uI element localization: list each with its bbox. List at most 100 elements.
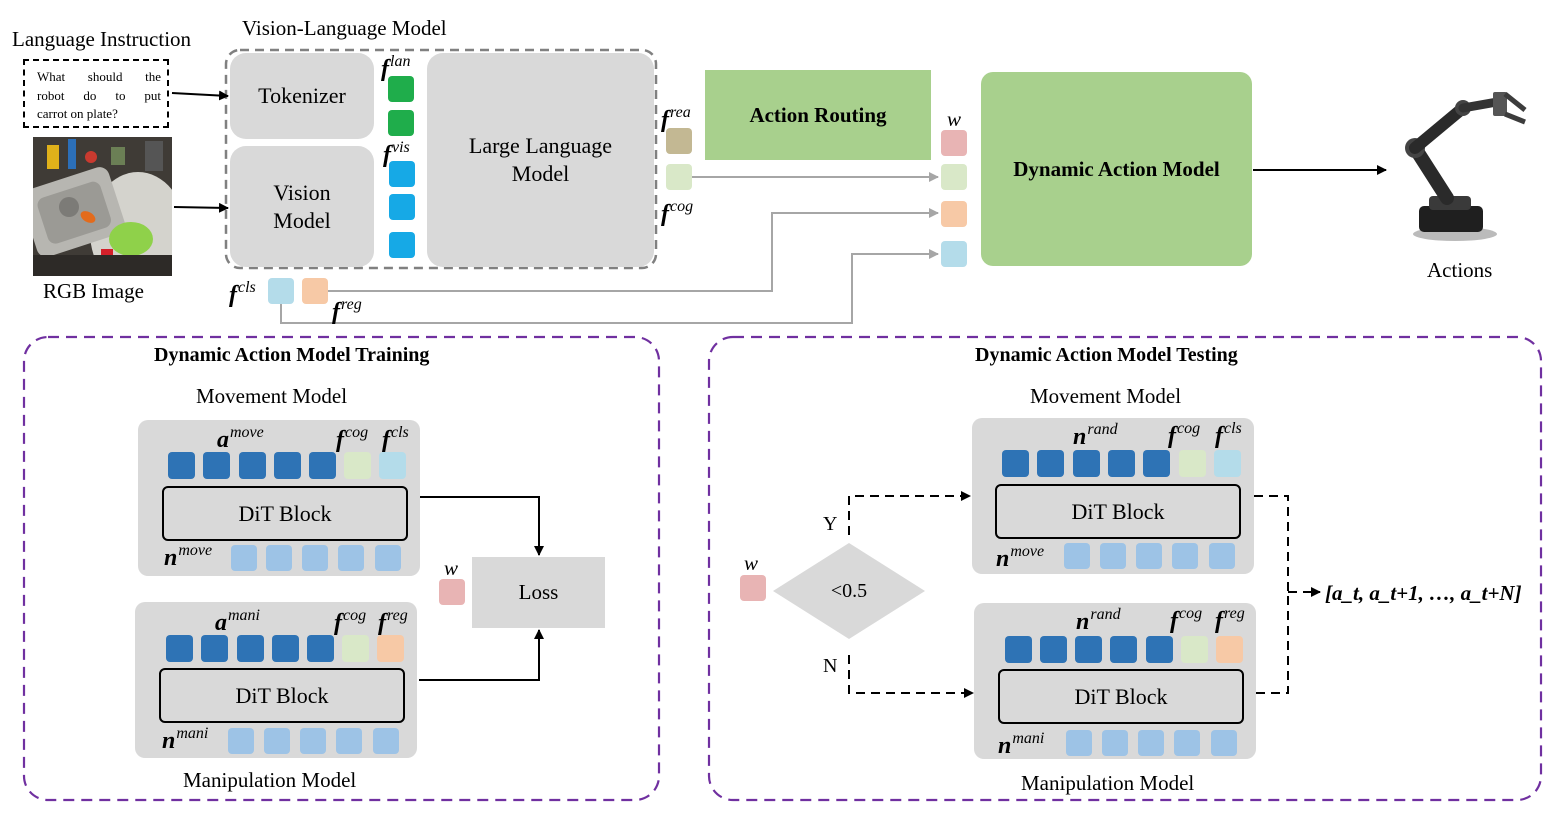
rea-token xyxy=(666,128,692,154)
n-move-token-1 xyxy=(231,545,257,571)
f-cog-label: fcog xyxy=(661,198,694,227)
yes-label: Y xyxy=(823,513,838,535)
test-n-mani-token-2 xyxy=(1102,730,1128,756)
arrow-no xyxy=(848,655,974,698)
test-n-mani-token-1 xyxy=(1066,730,1092,756)
llm-label: Large Language Model xyxy=(468,133,613,186)
dit-block-label: DiT Block xyxy=(1071,498,1165,524)
training-movement-label: Movement Model xyxy=(196,384,348,408)
a-move-token-4 xyxy=(274,452,301,479)
test-w-token xyxy=(740,575,766,601)
train-move-fcls-label: fcls xyxy=(382,424,409,453)
a-move-token-5 xyxy=(309,452,336,479)
vis-token-1 xyxy=(389,161,415,187)
train-move-fcog-label: fcog xyxy=(336,424,369,453)
vis-token-2 xyxy=(389,194,415,220)
arrow-mani-out xyxy=(1256,592,1289,694)
test-n-move-token-1 xyxy=(1064,543,1090,569)
test-move-token-4 xyxy=(1108,450,1135,477)
test-move-cls-token xyxy=(1214,450,1241,477)
actions-label: Actions xyxy=(1427,258,1493,282)
n-mani-token-4 xyxy=(336,728,362,754)
dit-block-label: DiT Block xyxy=(1074,683,1168,709)
arrow-move-loss xyxy=(419,496,544,556)
test-n-mani-token-4 xyxy=(1174,730,1200,756)
arrow-mani-loss xyxy=(419,629,544,681)
n-move-token-2 xyxy=(266,545,292,571)
n-move-token-3 xyxy=(302,545,328,571)
train-move-cog-token xyxy=(344,452,371,479)
a-move-label: amove xyxy=(217,424,264,453)
training-title: Dynamic Action Model Training xyxy=(154,344,430,366)
vlm-label: Vision-Language Model xyxy=(242,16,447,40)
test-w-label: w xyxy=(744,551,759,575)
a-mani-label: amani xyxy=(215,607,260,636)
train-mani-fcog-label: fcog xyxy=(334,607,367,636)
n-move-token-5 xyxy=(375,545,401,571)
a-mani-token-1 xyxy=(166,635,193,662)
test-n-mani-token-5 xyxy=(1211,730,1237,756)
arrow-move-out xyxy=(1254,495,1289,592)
test-move-cog-token xyxy=(1179,450,1206,477)
vision-model-label: Vision Model xyxy=(273,179,331,233)
train-mani-cog-token xyxy=(342,635,369,662)
vision-model-box: Vision Model xyxy=(230,146,374,267)
test-mani-freg-label: freg xyxy=(1215,605,1245,634)
w-label-top: w xyxy=(947,107,962,131)
test-n-move-token-4 xyxy=(1172,543,1198,569)
output-sequence: [a_t, a_t+1, …, a_t+N] xyxy=(1325,581,1522,605)
test-n-mani-label: nmani xyxy=(998,730,1045,759)
a-mani-token-3 xyxy=(237,635,264,662)
rgb-image-label: RGB Image xyxy=(43,279,144,303)
train-w-label: w xyxy=(444,556,459,580)
tokenizer-box: Tokenizer xyxy=(230,53,374,139)
n-mani-token-2 xyxy=(264,728,290,754)
dynamic-action-model-box: Dynamic Action Model xyxy=(981,72,1252,266)
a-mani-token-4 xyxy=(272,635,299,662)
instruction-box: What should the robot do to put carrot o… xyxy=(23,59,169,128)
n-mani-token-1 xyxy=(228,728,254,754)
test-mani-dit-block: DiT Block xyxy=(998,669,1244,724)
testing-panel-outline xyxy=(707,335,1543,802)
train-mani-reg-token xyxy=(377,635,404,662)
test-mani-token-5 xyxy=(1146,636,1173,663)
train-mani-dit-block: DiT Block xyxy=(159,668,405,723)
instruction-line-3: carrot on plate? xyxy=(37,106,118,121)
reg-token-in xyxy=(941,201,967,227)
test-mani-token-2 xyxy=(1040,636,1067,663)
vlm-outline xyxy=(224,48,658,270)
condition-diamond xyxy=(773,543,925,639)
test-move-fcls-label: fcls xyxy=(1215,420,1242,449)
train-mani-freg-label: freg xyxy=(378,607,408,636)
rgb-image xyxy=(33,137,172,276)
condition-label: <0.5 xyxy=(830,580,868,602)
test-mani-nrand-label: nrand xyxy=(1076,606,1121,635)
test-move-token-2 xyxy=(1037,450,1064,477)
instruction-line-1: What should the xyxy=(37,69,161,84)
n-mani-token-3 xyxy=(300,728,326,754)
a-move-token-2 xyxy=(203,452,230,479)
testing-title: Dynamic Action Model Testing xyxy=(975,344,1238,366)
f-lan-label: flan xyxy=(381,53,411,82)
test-move-dit-block: DiT Block xyxy=(995,484,1241,539)
n-move-label: nmove xyxy=(164,542,213,571)
a-mani-token-5 xyxy=(307,635,334,662)
test-n-move-token-5 xyxy=(1209,543,1235,569)
n-mani-token-5 xyxy=(373,728,399,754)
robot-arm-image xyxy=(1405,92,1527,241)
test-move-token-3 xyxy=(1073,450,1100,477)
cls-token xyxy=(268,278,294,304)
test-mani-token-4 xyxy=(1110,636,1137,663)
test-move-fcog-label: fcog xyxy=(1168,420,1201,449)
cog-token xyxy=(666,164,692,190)
action-routing-label: Action Routing xyxy=(749,102,887,127)
lan-token-2 xyxy=(388,110,414,136)
test-mani-token-3 xyxy=(1075,636,1102,663)
llm-box: Large Language Model xyxy=(427,53,654,267)
action-routing-box: Action Routing xyxy=(705,70,931,160)
cog-token-in xyxy=(941,164,967,190)
a-move-token-1 xyxy=(168,452,195,479)
lan-token-1 xyxy=(388,76,414,102)
test-n-move-token-2 xyxy=(1100,543,1126,569)
